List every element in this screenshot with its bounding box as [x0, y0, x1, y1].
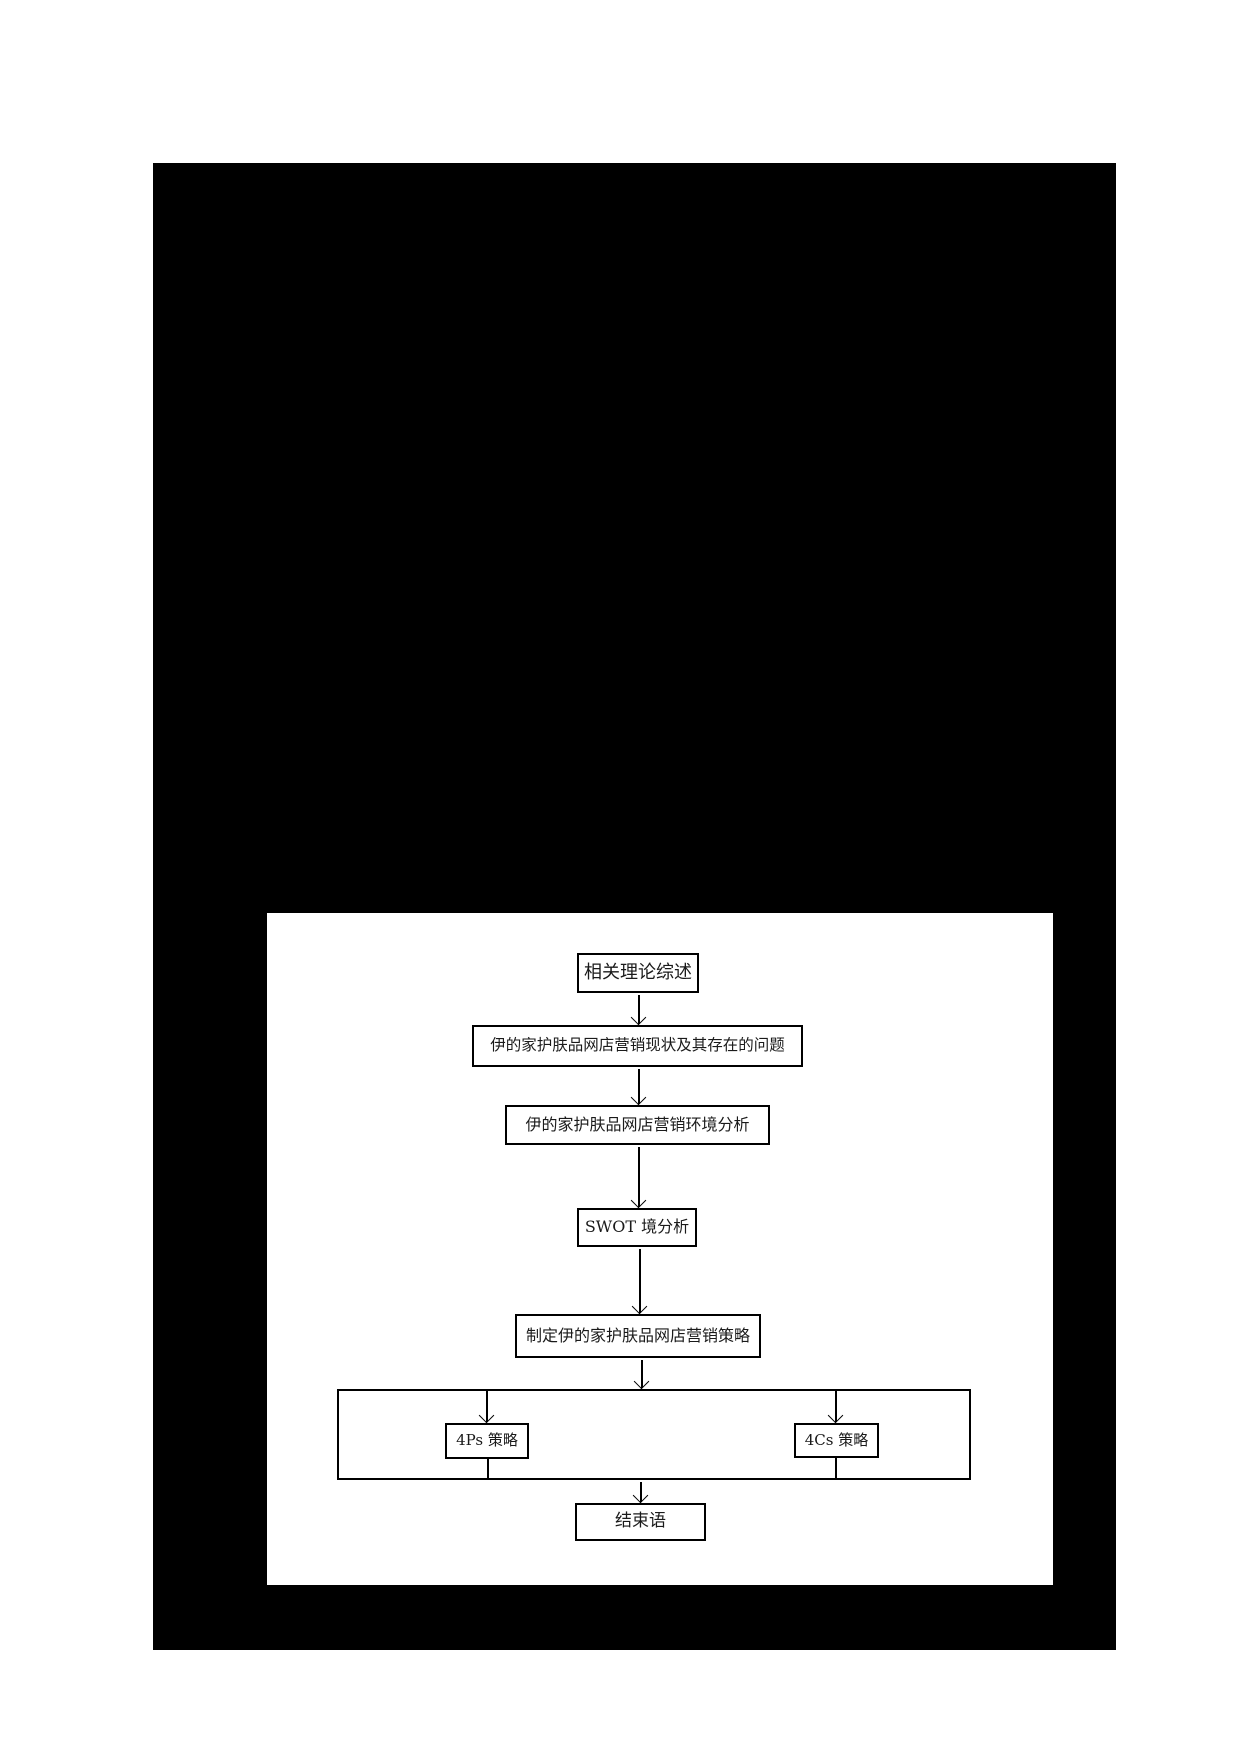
arrow-down-icon: [638, 1069, 640, 1104]
flow-node-strategy: 制定伊的家护肤品网店营销策略: [515, 1314, 761, 1358]
arrow-down-icon: [486, 1391, 488, 1422]
strategy-group-rect: [337, 1389, 971, 1480]
flow-node-env: 伊的家护肤品网店营销环境分析: [505, 1105, 770, 1145]
flow-node-4ps-label: 4Ps 策略: [456, 1431, 518, 1450]
connector-line: [487, 1459, 489, 1480]
flow-node-end: 结束语: [575, 1503, 706, 1541]
flow-node-env-label: 伊的家护肤品网店营销环境分析: [525, 1114, 750, 1134]
arrow-down-icon: [835, 1391, 837, 1422]
arrow-down-icon: [639, 1249, 641, 1313]
flow-node-4ps: 4Ps 策略: [445, 1423, 529, 1459]
flow-node-status-label: 伊的家护肤品网店营销现状及其存在的问题: [490, 1036, 785, 1055]
flow-node-swot-label: SWOT 境分析: [584, 1217, 690, 1237]
arrow-down-icon: [638, 995, 640, 1024]
arrow-down-icon: [640, 1482, 642, 1502]
flow-node-swot: SWOT 境分析: [577, 1208, 697, 1247]
flow-node-4cs: 4Cs 策略: [794, 1423, 879, 1458]
flow-node-status: 伊的家护肤品网店营销现状及其存在的问题: [472, 1025, 803, 1067]
arrow-down-icon: [638, 1147, 640, 1207]
flow-node-theory: 相关理论综述: [577, 953, 699, 993]
connector-line: [835, 1458, 837, 1480]
flowchart-figure-panel: [267, 913, 1053, 1585]
arrow-down-icon: [641, 1360, 643, 1388]
flow-node-strategy-label: 制定伊的家护肤品网店营销策略: [525, 1325, 750, 1345]
flow-node-4cs-label: 4Cs 策略: [804, 1430, 869, 1449]
flow-node-end-label: 结束语: [615, 1511, 666, 1532]
flow-node-theory-label: 相关理论综述: [584, 961, 692, 983]
